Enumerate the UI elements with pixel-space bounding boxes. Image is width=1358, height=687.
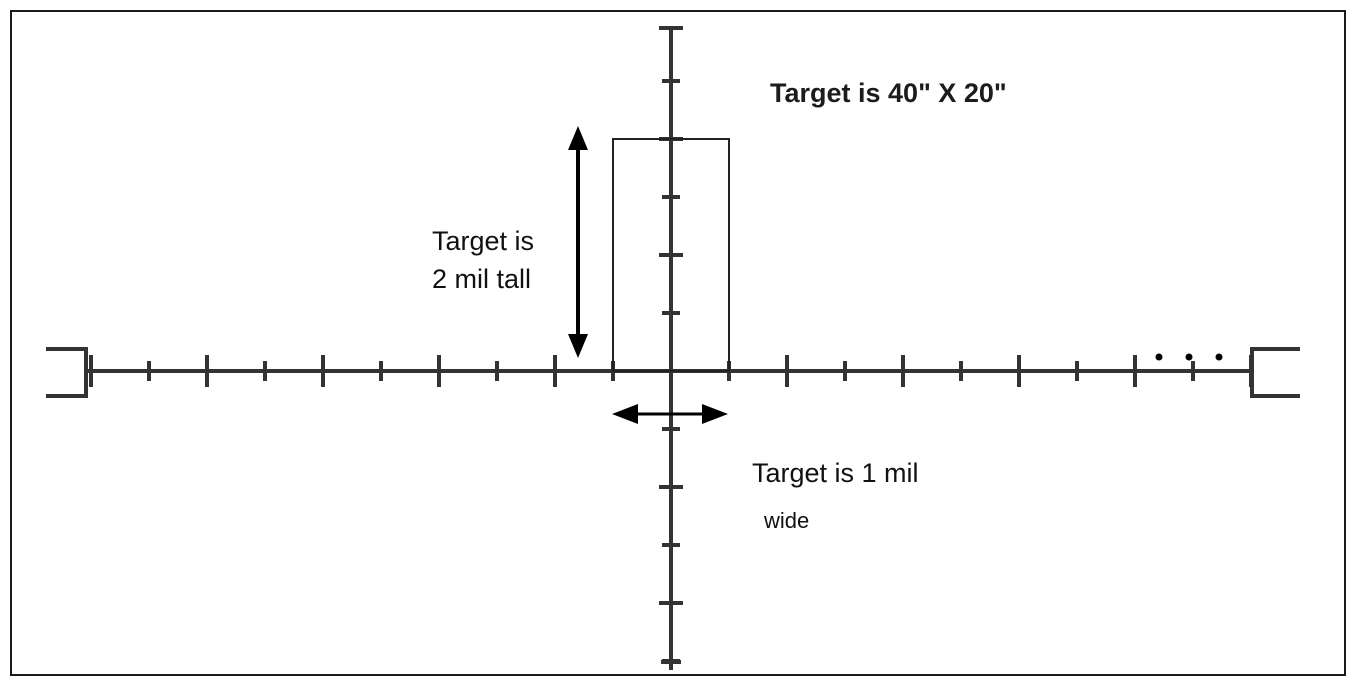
width-label-line2: wide (764, 508, 810, 533)
target-rectangle (612, 138, 730, 372)
target-size-title: Target is 40" X 20" (770, 78, 1007, 108)
height-arrow-head-down (568, 334, 588, 358)
reticle-dot (1215, 353, 1223, 361)
left-end-bracket (46, 347, 88, 398)
reticle-dot (1155, 353, 1163, 361)
width-label-line1: Target is 1 mil (752, 458, 919, 488)
width-arrow-head-right (702, 404, 728, 424)
right-end-bracket (1250, 347, 1300, 398)
width-arrow-head-left (612, 404, 638, 424)
height-label-line2: 2 mil tall (432, 264, 532, 294)
height-arrow-head-up (568, 126, 588, 150)
height-label-line1: Target is (432, 226, 535, 256)
reticle-dot (1185, 353, 1193, 361)
diagram-frame (10, 10, 1346, 676)
